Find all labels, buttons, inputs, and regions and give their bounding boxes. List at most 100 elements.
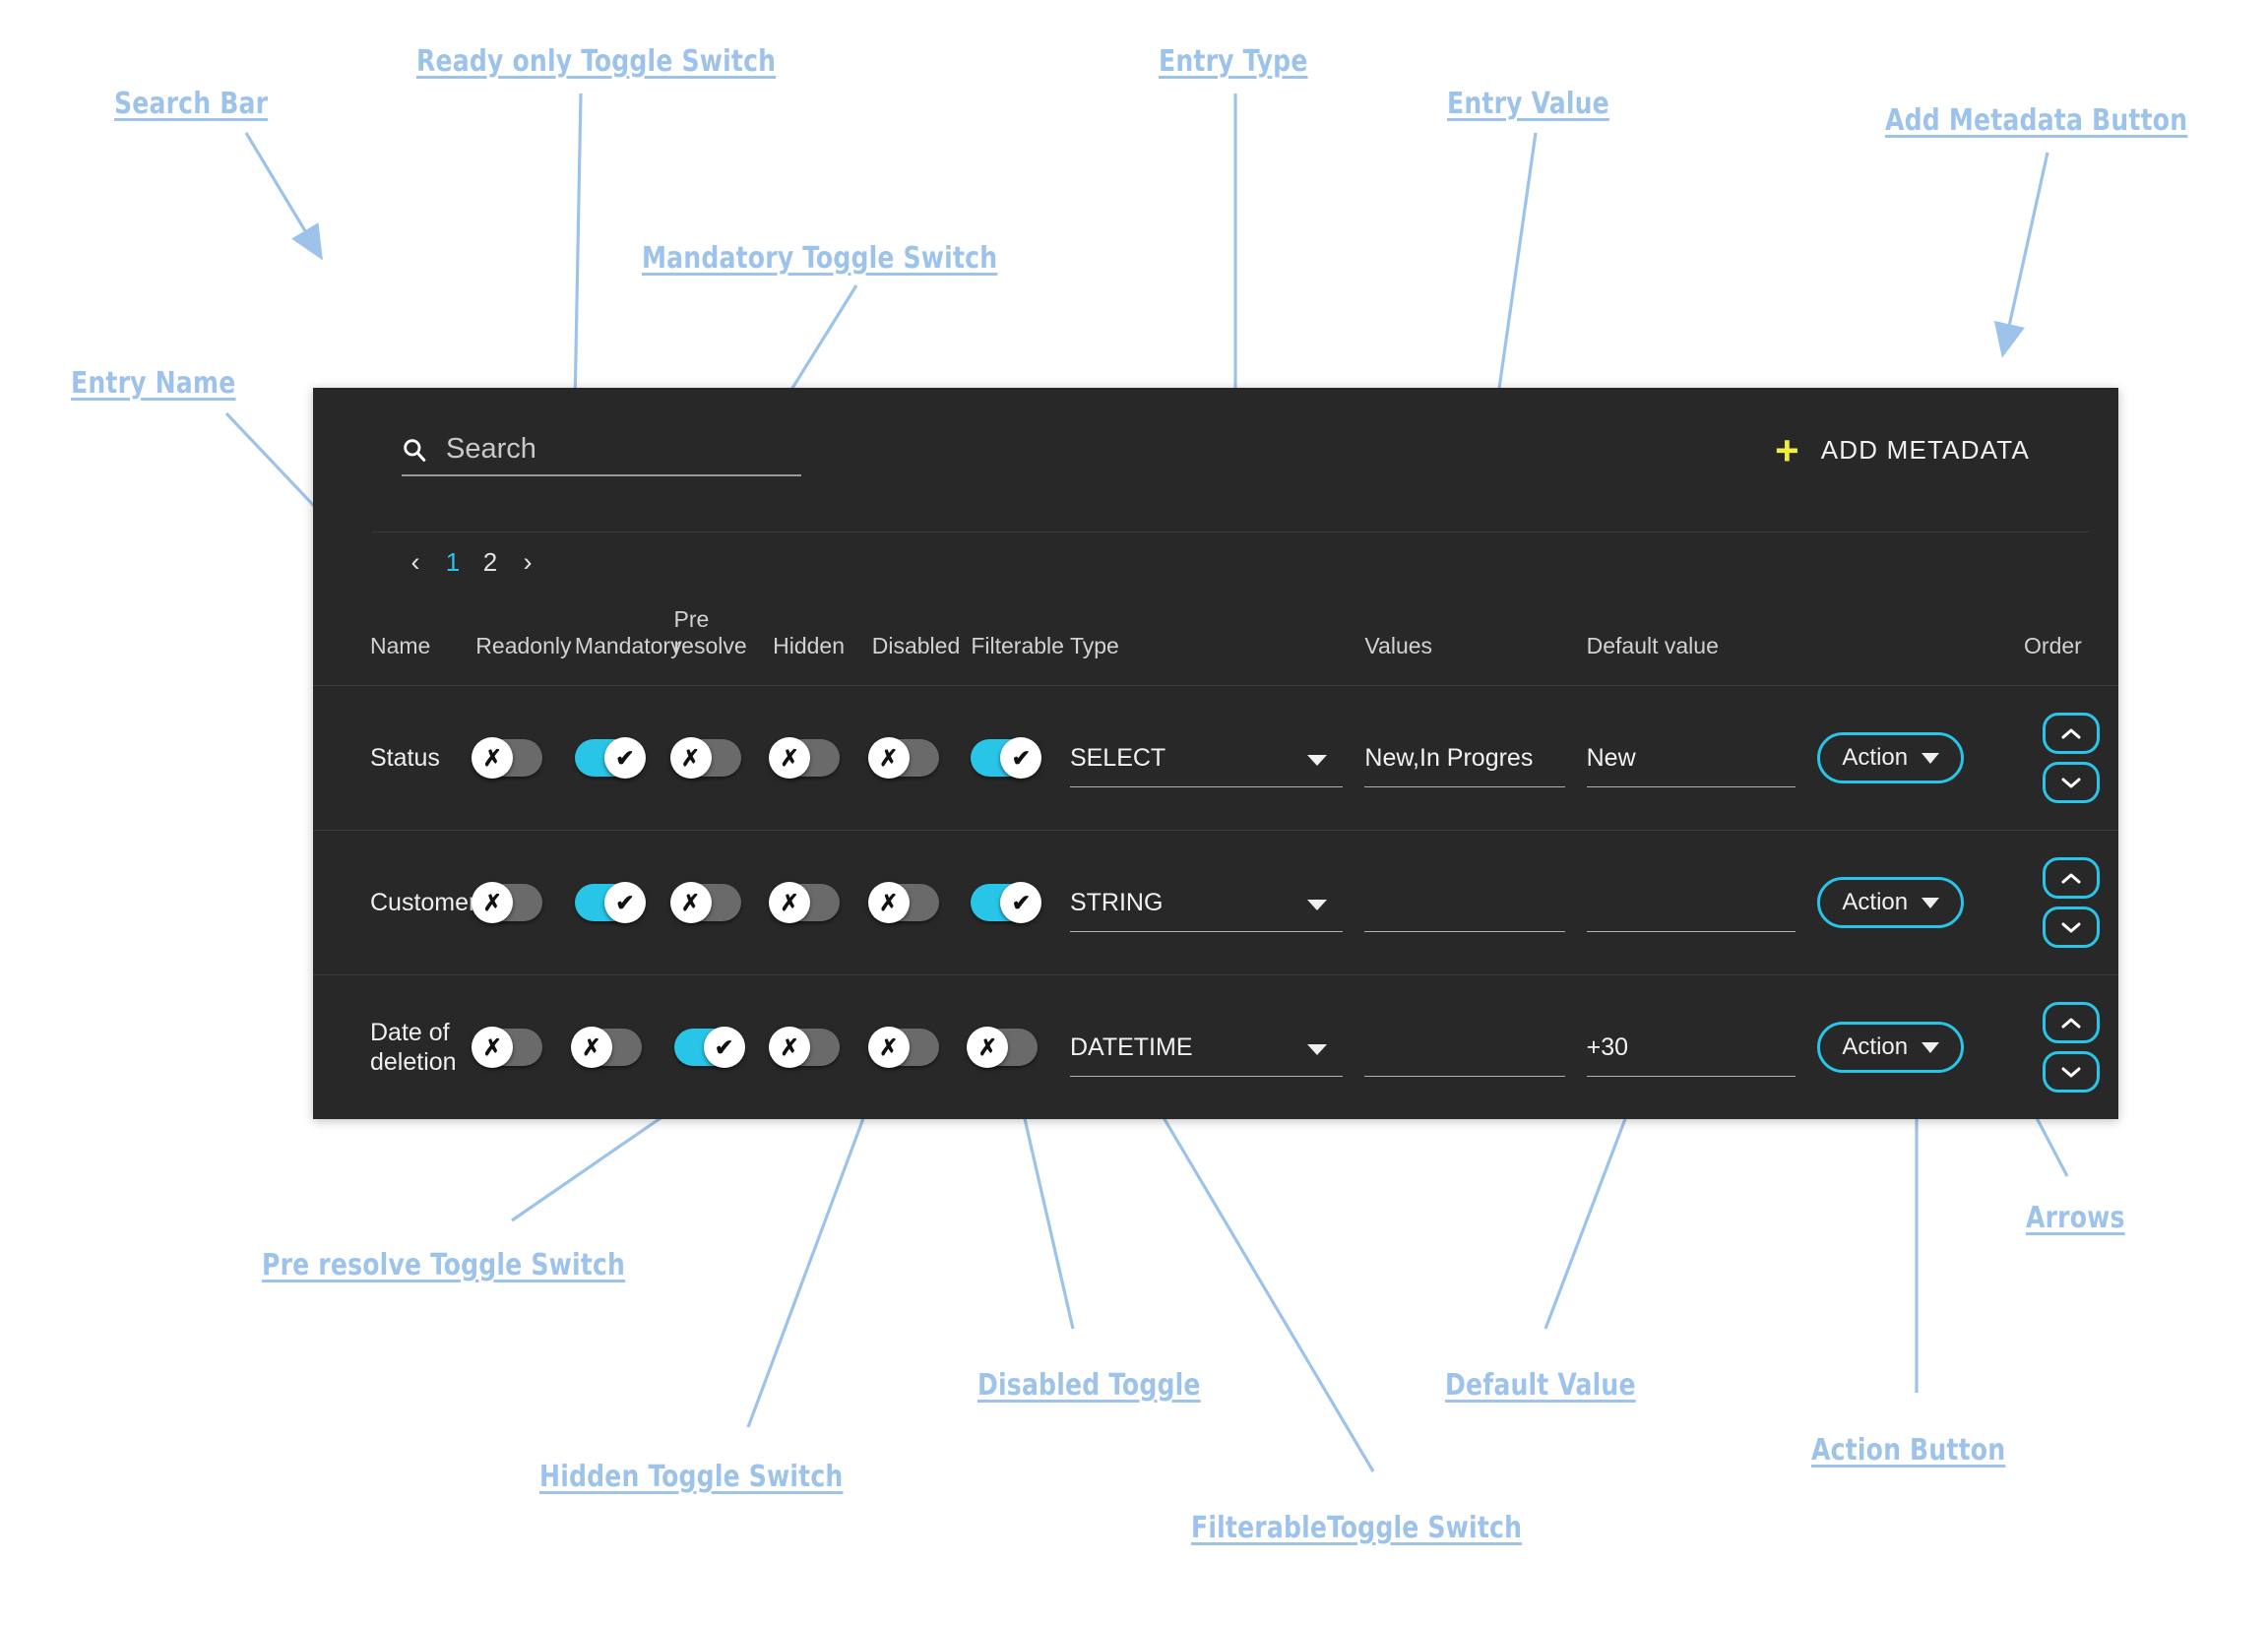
order-cell (2024, 685, 2118, 831)
mandatory-cell: ✔ (574, 830, 674, 975)
annotation-label-default-value: Default Value (1445, 1368, 1636, 1403)
entry-type-select-text: SELECT (1069, 744, 1166, 772)
filterable-toggle[interactable]: ✗ (967, 1027, 1039, 1068)
default-value-cell: New (1586, 685, 1818, 831)
entry-type-select[interactable]: STRING (1069, 884, 1364, 932)
pagination-page-1[interactable]: 1 (445, 547, 461, 577)
disabled-toggle[interactable]: ✗ (867, 882, 939, 923)
chevron-down-icon (1307, 755, 1328, 766)
filterable-toggle[interactable]: ✔ (971, 737, 1042, 779)
default-value-input-text: +30 (1586, 1033, 1629, 1061)
disabled-toggle[interactable]: ✗ (867, 1027, 939, 1068)
disabled-toggle[interactable]: ✗ (867, 737, 939, 779)
default-value-input-underline (1586, 786, 1796, 787)
pagination-page-2[interactable]: 2 (482, 547, 498, 577)
header-values: Values (1364, 633, 1433, 658)
pre-resolve-toggle[interactable]: ✔ (673, 1027, 745, 1068)
mandatory-toggle[interactable]: ✔ (574, 737, 646, 779)
action-button[interactable]: Action (1817, 732, 1965, 783)
pre-resolve-toggle[interactable]: ✗ (669, 737, 741, 779)
default-value-input[interactable] (1586, 884, 1818, 932)
move-up-button[interactable] (2043, 1002, 2101, 1043)
default-value-input[interactable]: New (1586, 739, 1818, 787)
entry-type-select-underline (1069, 786, 1344, 787)
table-header-row: Name Readonly Mandatory Pre resolve Hidd… (313, 606, 2118, 686)
move-up-button[interactable] (2043, 713, 2101, 754)
hidden-cell: ✗ (769, 830, 872, 975)
entry-type-select-text: STRING (1069, 889, 1164, 916)
annotation-label-readonly-toggle: Ready only Toggle Switch (416, 44, 777, 79)
header-pre-resolve: Pre resolve (673, 606, 747, 658)
hidden-toggle-knob: ✗ (769, 1027, 811, 1068)
search-underline (402, 474, 801, 476)
entry-value-input[interactable]: New,In Progres (1364, 739, 1586, 787)
move-down-button[interactable] (2043, 762, 2101, 803)
annotation-label-search-bar: Search Bar (114, 87, 269, 121)
move-down-button[interactable] (2043, 906, 2101, 948)
entry-type-select[interactable]: DATETIME (1069, 1029, 1364, 1077)
pagination: ‹ 1 2 › (397, 547, 546, 578)
metadata-table: Name Readonly Mandatory Pre resolve Hidd… (313, 606, 2118, 1119)
action-button[interactable]: Action (1817, 1022, 1965, 1073)
order-arrows (2024, 713, 2118, 803)
entry-value-input-text: New,In Progres (1364, 744, 1534, 772)
add-metadata-button[interactable]: + ADD METADATA (1775, 429, 2030, 470)
mandatory-toggle-knob: ✔ (603, 882, 646, 923)
hidden-toggle[interactable]: ✗ (769, 1027, 841, 1068)
order-arrows (2024, 857, 2118, 948)
values-cell (1364, 830, 1587, 975)
mandatory-toggle[interactable]: ✔ (574, 882, 646, 923)
pagination-next[interactable]: › (523, 547, 533, 577)
entry-name-cell: Status (313, 685, 476, 831)
move-down-button[interactable] (2043, 1051, 2101, 1093)
default-value-input-text: New (1586, 744, 1636, 772)
chevron-up-icon (2061, 873, 2081, 883)
panel-toolbar: Search + ADD METADATA (313, 388, 2118, 531)
disabled-toggle-knob: ✗ (867, 1027, 910, 1068)
entry-type-select-underline (1069, 1076, 1344, 1077)
header-name: Name (370, 633, 431, 658)
mandatory-toggle[interactable]: ✗ (570, 1027, 642, 1068)
default-value-input[interactable]: +30 (1586, 1029, 1818, 1077)
hidden-toggle-knob: ✗ (769, 882, 811, 923)
hidden-toggle[interactable]: ✗ (769, 882, 841, 923)
disabled-toggle-knob: ✗ (867, 882, 910, 923)
order-cell (2024, 974, 2118, 1119)
filterable-toggle-knob: ✗ (967, 1027, 1009, 1068)
readonly-toggle[interactable]: ✗ (472, 737, 543, 779)
entry-value-input-underline (1364, 931, 1565, 932)
chevron-down-icon (1922, 1041, 1940, 1053)
disabled-cell: ✗ (867, 830, 972, 975)
pre-resolve-toggle-knob: ✔ (703, 1027, 745, 1068)
hidden-toggle[interactable]: ✗ (769, 737, 841, 779)
pre-resolve-toggle-knob: ✗ (669, 882, 712, 923)
pre-resolve-toggle[interactable]: ✗ (669, 882, 741, 923)
annotation-label-mandatory-toggle: Mandatory Toggle Switch (642, 241, 998, 276)
hidden-cell: ✗ (769, 974, 872, 1119)
metadata-panel: Search + ADD METADATA ‹ 1 2 › Name Reado… (313, 388, 2118, 1119)
readonly-cell: ✗ (472, 685, 575, 831)
chevron-down-icon (1922, 897, 1940, 908)
move-up-button[interactable] (2043, 857, 2101, 899)
default-value-input-text (1587, 884, 1818, 921)
header-action (1817, 606, 2024, 686)
search-input[interactable]: Search (446, 433, 536, 465)
default-value-input-underline (1586, 1076, 1796, 1077)
entry-value-input-underline (1364, 786, 1565, 787)
readonly-toggle[interactable]: ✗ (472, 882, 543, 923)
entry-value-input[interactable] (1364, 884, 1586, 932)
annotation-line-filterable-toggle (1120, 1044, 1375, 1472)
hidden-toggle-knob: ✗ (769, 737, 811, 779)
mandatory-cell: ✔ (574, 685, 674, 831)
entry-value-input[interactable] (1364, 1029, 1586, 1077)
action-button[interactable]: Action (1817, 877, 1965, 928)
entry-name: Customer (370, 888, 477, 916)
entry-type-select[interactable]: SELECT (1069, 739, 1364, 787)
pagination-prev[interactable]: ‹ (410, 547, 420, 577)
filterable-toggle[interactable]: ✔ (971, 882, 1042, 923)
action-button-label: Action (1842, 889, 1909, 915)
readonly-toggle[interactable]: ✗ (472, 1027, 543, 1068)
